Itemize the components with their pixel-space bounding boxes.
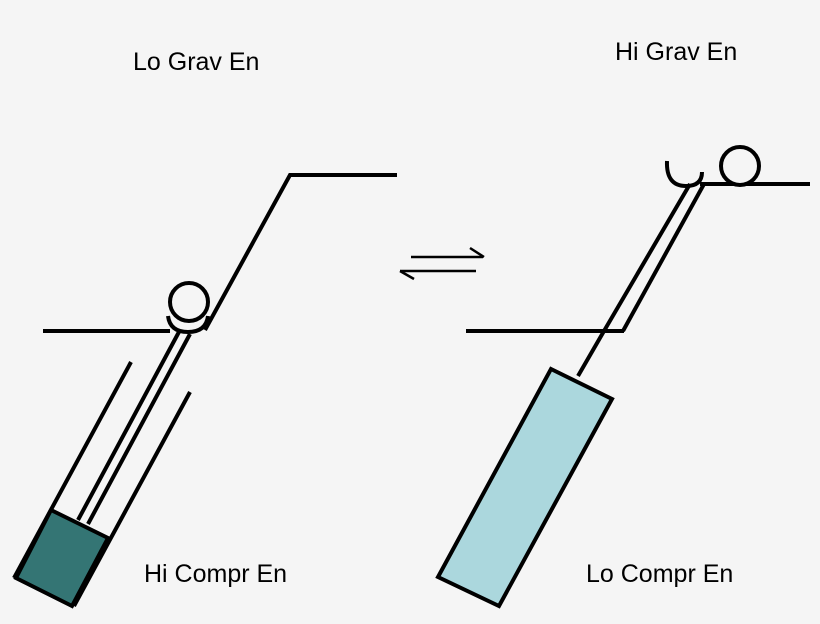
right-scene <box>466 145 810 378</box>
right-ramp-b <box>621 183 706 332</box>
right-ball-icon <box>719 145 761 187</box>
left-plunger-rod-a <box>76 329 182 521</box>
left-cup <box>166 315 210 335</box>
right-plunger-rod <box>576 329 606 378</box>
hi-grav-label: Hi Grav En <box>615 38 738 66</box>
hi-compr-label: Hi Compr En <box>144 560 288 588</box>
left-plunger-rod-b <box>86 333 192 525</box>
left-upper-ramp <box>203 173 397 331</box>
right-ramp-a <box>602 182 692 333</box>
lo-grav-label: Lo Grav En <box>133 48 260 76</box>
left-tube-wall-right <box>72 391 192 607</box>
left-scene <box>12 173 397 607</box>
right-expanded-block <box>435 366 615 609</box>
lo-compr-label: Lo Compr En <box>586 560 734 588</box>
left-ball-icon <box>168 281 210 323</box>
equilibrium-arrows-icon <box>399 246 485 281</box>
right-cup <box>664 160 704 189</box>
left-compressed-block <box>13 507 111 609</box>
